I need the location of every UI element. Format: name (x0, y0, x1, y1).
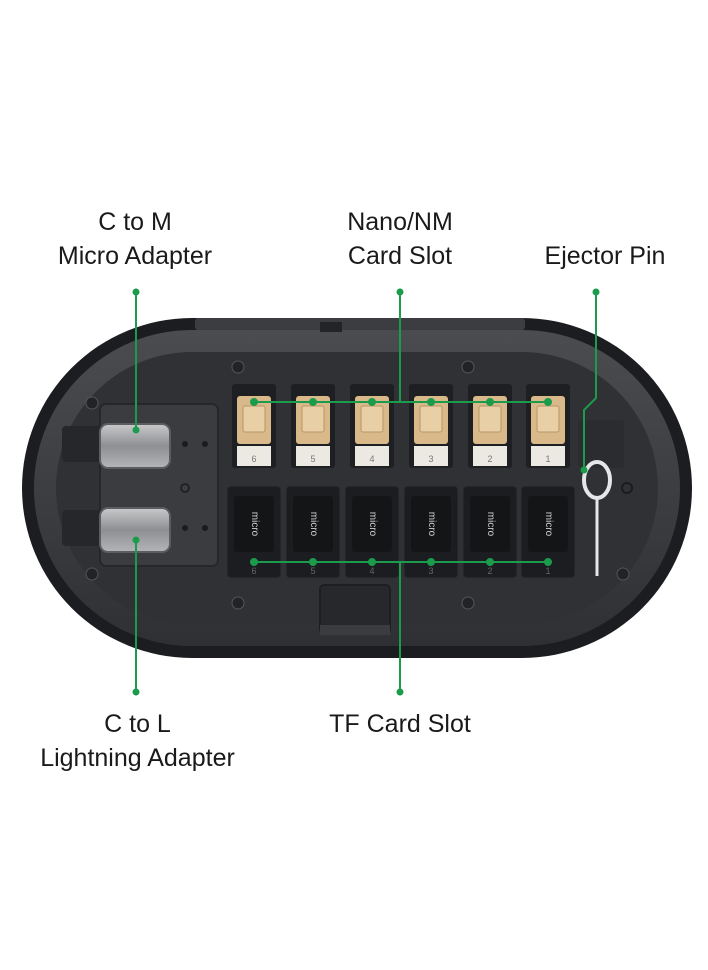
callout-dot (132, 426, 140, 434)
nano-slot: 2 (468, 384, 512, 468)
tf-slot-number: 3 (428, 566, 433, 576)
tf-slot-number: 6 (251, 566, 256, 576)
bay-hole (180, 483, 190, 493)
tf-card-row: micro 6 micro 5 micro 4 micro 3 micro 2 micro 1 (226, 485, 576, 579)
nano-slot: 1 (526, 384, 570, 468)
nano-slot-label: Nano/NM Card Slot (300, 205, 500, 273)
micro-sd-card (234, 496, 274, 552)
callout-lines (132, 288, 600, 696)
ejector-pin-label: Ejector Pin (530, 239, 680, 273)
tf-slot: micro 3 (403, 485, 459, 579)
c-to-l-line2: Lightning Adapter (40, 744, 235, 772)
sim-chip (242, 405, 266, 433)
bay-hole (182, 525, 188, 531)
tf-slot-number: 1 (545, 566, 550, 576)
nano-card-row: 6 5 4 3 2 1 (232, 384, 570, 468)
nano-slot-line1: Nano/NM (347, 208, 453, 236)
micro-sd-card (293, 496, 333, 552)
bottom-notch-lip (320, 625, 390, 635)
bay-hole (182, 441, 188, 447)
nano-slot-number: 2 (487, 454, 492, 464)
hinge-notch (320, 322, 342, 332)
nano-slot-number: 5 (310, 454, 315, 464)
c-to-m-label: C to M Micro Adapter (40, 205, 230, 273)
callout-dot (132, 288, 140, 296)
nano-slot-line2: Card Slot (347, 242, 453, 270)
callout-dot (250, 398, 258, 406)
tf-slot-label: TF Card Slot (300, 707, 500, 741)
nano-slot: 4 (350, 384, 394, 468)
micro-sd-label: micro (543, 512, 554, 537)
tf-slot: micro 4 (344, 485, 400, 579)
micro-sd-card (528, 496, 568, 552)
screws (85, 360, 630, 610)
hinge-strip (195, 318, 525, 330)
nano-slot: 5 (291, 384, 335, 468)
tf-slot: micro 1 (520, 485, 576, 579)
pin-hole (621, 482, 633, 494)
callout-dot (368, 398, 376, 406)
tf-slot-line1: TF Card Slot (329, 710, 471, 738)
sim-chip (419, 405, 443, 433)
callout-dot (309, 398, 317, 406)
micro-sd-label: micro (308, 512, 319, 537)
nano-slot-number: 6 (251, 454, 256, 464)
callout-dot (132, 536, 140, 544)
bay-hole (202, 441, 208, 447)
c-to-l-line1: C to L (104, 710, 171, 738)
callout-pin (583, 292, 597, 470)
pin-recess (578, 420, 624, 468)
callout-dot (396, 288, 404, 296)
c-to-l-label: C to L Lightning Adapter (20, 707, 255, 775)
tf-slot-number: 2 (487, 566, 492, 576)
nano-slot: 6 (232, 384, 276, 468)
micro-sd-card (470, 496, 510, 552)
tf-slot: micro 2 (462, 485, 518, 579)
callout-dot (427, 558, 435, 566)
sim-chip (360, 405, 384, 433)
c-to-m-line2: Micro Adapter (57, 242, 213, 270)
tf-slot-number: 4 (369, 566, 374, 576)
micro-sd-label: micro (367, 512, 378, 537)
callout-dot (544, 558, 552, 566)
micro-sd-card (352, 496, 392, 552)
callout-dot (396, 688, 404, 696)
callout-dot (486, 558, 494, 566)
micro-sd-label: micro (249, 512, 260, 537)
c-to-m-line1: C to M (98, 208, 172, 236)
callout-dot (309, 558, 317, 566)
nano-slot-number: 1 (545, 454, 550, 464)
callout-dot (592, 288, 600, 296)
callout-dot (250, 558, 258, 566)
sim-chip (301, 405, 325, 433)
micro-sd-label: micro (426, 512, 437, 537)
callout-dot (580, 466, 588, 474)
ejector-pin-line1: Ejector Pin (544, 242, 666, 270)
tf-slot: micro 5 (285, 485, 341, 579)
nano-slot-number: 4 (369, 454, 374, 464)
tf-slot-number: 5 (310, 566, 315, 576)
nano-slot: 3 (409, 384, 453, 468)
callout-dot (486, 398, 494, 406)
micro-sd-card (411, 496, 451, 552)
callout-dot (427, 398, 435, 406)
tf-slot: micro 6 (226, 485, 282, 579)
bay-hole (202, 525, 208, 531)
callout-dot (544, 398, 552, 406)
ejector-pin (582, 460, 612, 576)
nano-slot-number: 3 (428, 454, 433, 464)
callout-dot (132, 688, 140, 696)
sim-chip (536, 405, 560, 433)
callout-dot (368, 558, 376, 566)
micro-sd-label: micro (485, 512, 496, 537)
sim-chip (478, 405, 502, 433)
